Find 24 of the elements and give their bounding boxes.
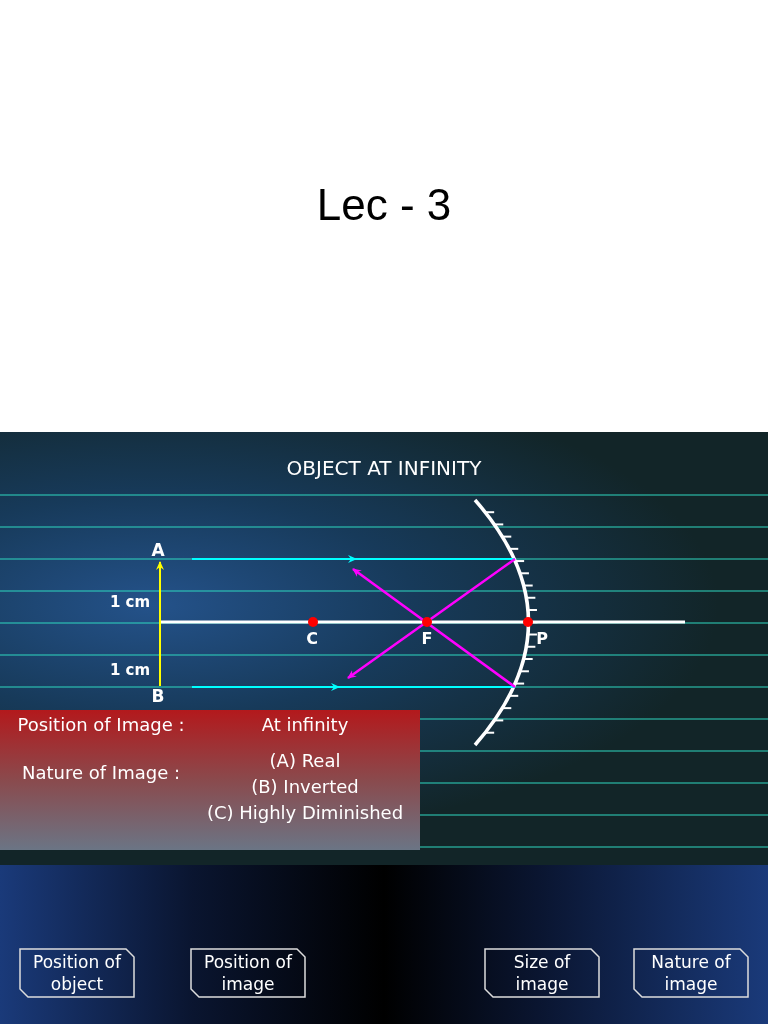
column-heading: Position of object [32, 951, 123, 995]
dimension-label: 1 cm [109, 593, 151, 611]
column-heading: Size of image [512, 951, 572, 995]
row-label: Nature of Image : [21, 762, 181, 784]
column-heading: Position of image [203, 951, 294, 995]
point-label: C [306, 628, 318, 648]
heading-tab [633, 948, 749, 998]
row-label: Position of Image : [16, 714, 186, 736]
point-label: P [536, 628, 548, 648]
value-text: (A) Real [268, 750, 342, 772]
value-text: (C) Highly Diminished [205, 802, 405, 824]
heading-tab [190, 948, 306, 998]
slide-heading: OBJECT AT INFINITY [286, 456, 482, 480]
slide-title: Lec - 3 [315, 180, 453, 230]
point-label: B [151, 686, 165, 706]
value-text: At infinity [260, 714, 350, 736]
value-text: (B) Inverted [250, 776, 360, 798]
heading-tab [19, 948, 135, 998]
result-panel [0, 710, 420, 850]
dimension-label: 1 cm [109, 661, 151, 679]
column-heading: Nature of image [650, 951, 732, 995]
point-label: A [151, 540, 165, 560]
point-label: F [421, 628, 433, 648]
heading-tab [484, 948, 600, 998]
